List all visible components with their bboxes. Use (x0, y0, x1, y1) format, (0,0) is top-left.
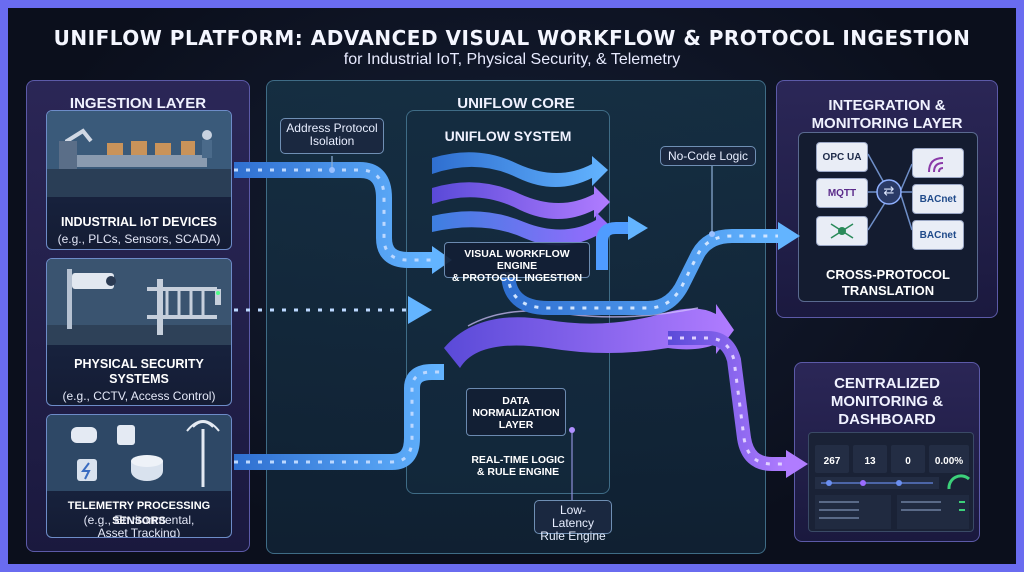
kpi-4-value: 0.00% (934, 456, 964, 467)
industrial-iot-title: INDUSTRIAL IoT DEVICES (60, 215, 218, 229)
wireless-icon (928, 157, 944, 173)
isolation-line1: Address Protocol (286, 121, 378, 135)
isolation-callout: Address Protocol Isolation (280, 118, 384, 154)
physical-security-card: PHYSICAL SECURITY SYSTEMS (e.g., CCTV, A… (46, 258, 232, 406)
workflow-engine-box: VISUAL WORKFLOW ENGINE & PROTOCOL INGEST… (444, 242, 590, 284)
wireless-tile (912, 148, 964, 178)
kpi-4: 0.00% (929, 445, 969, 473)
dashboard-preview: 267 13 0 0.00% (808, 432, 974, 532)
isolation-line2: Isolation (309, 134, 355, 148)
telemetry-subtitle-line1: (e.g., Environmental, (83, 513, 195, 527)
monitoring-title-line2: MONITORING & (830, 393, 944, 410)
translation-title-line2: TRANSLATION (841, 283, 935, 298)
flow-to-integration (501, 216, 800, 315)
kpi-3: 0 (891, 445, 925, 473)
sensor-icon (71, 425, 163, 481)
telemetry-subtitle-line2: Asset Tracking) (97, 526, 181, 538)
antenna-icon (186, 420, 220, 487)
flow-arrows (234, 152, 913, 500)
uniflow-core-title: UNIFLOW CORE (457, 95, 575, 112)
page-title: UNIFLOW PLATFORM: ADVANCED VISUAL WORKFL… (53, 26, 971, 50)
latency-line2: Rule Engine (540, 529, 606, 543)
rule-engine-line1: REAL-TIME LOGIC (471, 454, 565, 466)
translation-title-line1: CROSS-PROTOCOL (826, 267, 950, 282)
factory-illustration (47, 111, 231, 197)
normalization-line2: NORMALIZATION (472, 407, 560, 419)
uniflow-system-title: UNIFLOW SYSTEM (444, 128, 572, 144)
telemetry-illustration (47, 415, 231, 491)
telemetry-title: TELEMETRY PROCESSING SENSORS (67, 500, 211, 527)
mqtt-label: MQTT (827, 187, 857, 199)
flow-to-monitoring (668, 331, 808, 478)
mqtt-tile: MQTT (816, 178, 868, 208)
physical-security-title-line2: SYSTEMS (109, 372, 169, 386)
ingestion-layer-title: INGESTION LAYER (69, 95, 207, 112)
telemetry-card: TELEMETRY PROCESSING SENSORS (e.g., Envi… (46, 414, 232, 538)
workflow-engine-line1: VISUAL WORKFLOW ENGINE (464, 248, 570, 272)
diagram-canvas: UNIFLOW PLATFORM: ADVANCED VISUAL WORKFL… (8, 8, 1016, 564)
opc-ua-tile: OPC UA (816, 142, 868, 172)
integration-title-line1: INTEGRATION & (828, 97, 946, 114)
normalization-line3: LAYER (498, 419, 534, 431)
normalization-line1: DATA (502, 395, 530, 407)
rule-engine-label: REAL-TIME LOGIC & RULE ENGINE (448, 454, 588, 478)
workflow-ribbons (432, 152, 734, 368)
flow-security-to-core (234, 296, 432, 324)
kpi-3-value: 0 (905, 456, 911, 467)
monitoring-title-line1: CENTRALIZED (834, 375, 940, 392)
latency-line1: Low-Latency (551, 503, 595, 530)
flow-telemetry-to-normalization (234, 364, 444, 470)
bacnet-label-2: BACnet (919, 229, 957, 241)
cctv-camera-icon (67, 269, 116, 329)
integration-title-line2: MONITORING LAYER (811, 115, 963, 132)
normalization-box: DATA NORMALIZATION LAYER (466, 388, 566, 436)
physical-security-subtitle: (e.g., CCTV, Access Control) (62, 389, 216, 403)
gate-icon (147, 279, 221, 335)
security-illustration (47, 259, 231, 345)
network-node-icon (830, 223, 854, 239)
shuffle-icon: ⇄ (883, 183, 895, 198)
dashboard-graphs (815, 474, 971, 529)
bacnet-label-1: BACnet (919, 193, 957, 205)
kpi-1-value: 267 (823, 456, 841, 467)
flow-iot-to-engine (234, 162, 452, 274)
kpi-1: 267 (815, 445, 849, 473)
physical-security-title-line1: PHYSICAL SECURITY (74, 357, 204, 371)
latency-callout: Low-Latency Rule Engine (534, 500, 612, 543)
bacnet-tile-1: BACnet (912, 184, 964, 214)
industrial-iot-subtitle: (e.g., PLCs, Sensors, SCADA) (57, 232, 221, 246)
bacnet-tile-2: BACnet (912, 220, 964, 250)
rule-engine-line2: & RULE ENGINE (476, 466, 560, 478)
kpi-2: 13 (853, 445, 887, 473)
nocode-callout: No-Code Logic (660, 146, 756, 166)
page-subtitle: for Industrial IoT, Physical Security, &… (343, 51, 681, 68)
workflow-engine-line2: & PROTOCOL INGESTION (451, 272, 583, 284)
network-node-tile (816, 216, 868, 246)
kpi-2-value: 13 (864, 456, 876, 467)
monitoring-title-line3: DASHBOARD (838, 411, 936, 428)
opc-ua-label: OPC UA (822, 151, 862, 163)
protocol-hub (867, 153, 913, 231)
factory-icon (47, 111, 231, 197)
industrial-iot-card: INDUSTRIAL IoT DEVICES (e.g., PLCs, Sens… (46, 110, 232, 250)
nocode-label: No-Code Logic (667, 149, 749, 163)
